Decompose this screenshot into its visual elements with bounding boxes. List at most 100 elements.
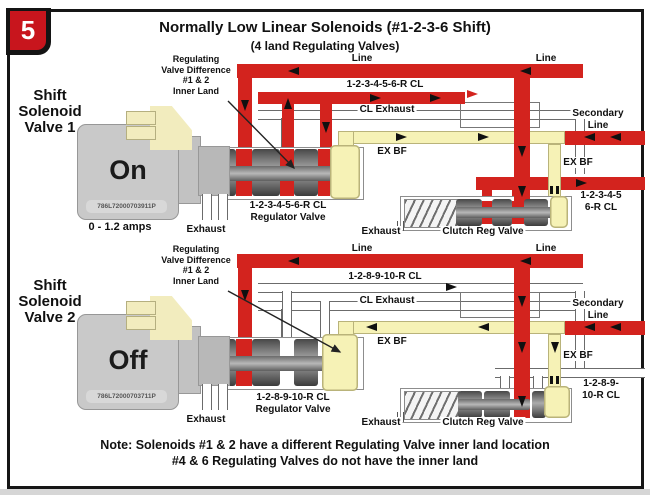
secondary-line-label: Line [585,310,611,321]
exhaust-port [218,384,228,410]
right-cl-label: 1-2-3-4-5 [578,190,624,201]
clutch-exhaust-label: Exhaust [359,417,403,428]
clutch-land [532,391,546,418]
orifice-mark [550,186,553,194]
diagram-title: Normally Low Linear Solenoids (#1-2-3-6 … [159,19,491,36]
exbf-vertical-label: EX BF [561,350,595,361]
exhaust-port [202,194,212,220]
regulator-valve-label: 1-2-8-9-10-R CL [254,392,332,403]
shift-label-line: Valve 2 [24,309,76,326]
diagram-subtitle: (4 land Regulating Valves) [250,39,400,53]
right-cl-pipe-empty [495,368,645,378]
orifice-mark [556,376,559,384]
regdiff-line: Inner Land [172,85,219,96]
cl-circuit-label: 1-2-3-4-5-6-R CL [344,79,426,90]
valve-end-plug [322,334,358,391]
shift-label-line: Shift [33,87,67,104]
exhaust-port [202,384,212,410]
cl-pipe-empty [258,283,583,293]
spool-shaft [226,356,326,371]
flow-arrow [551,342,559,353]
clutch-shaft [458,399,530,410]
shift-label-line: Solenoid [18,293,82,310]
exhaust-loop-channel [460,292,540,318]
orifice-mark [556,186,559,194]
bottom-edge-strip [0,489,650,495]
clutch-valve-spring [404,391,460,420]
orifice-mark [550,376,553,384]
shift-solenoid-label: Shift Solenoid Valve 2 [12,278,88,326]
exhaust-loop-channel [460,102,540,128]
line-label: Line [349,243,375,254]
solenoid-state: Off [108,345,148,375]
right-cl-label: 10-R CL [580,390,622,401]
footnote-line-2: #4 & 6 Regulating Valves do not have the… [171,454,479,468]
exbf-pipe [352,321,565,334]
amps-label: 0 - 1.2 amps [86,221,154,233]
page-number-badge: 5 [10,11,46,50]
solenoid-part-number: 786L72000703911P [86,200,167,213]
flow-arrow [518,296,526,307]
right-cl-label: 1-2-8-9- [581,378,621,389]
flow-arrow-red [467,90,478,98]
connector-pin [126,126,156,140]
regdiff-line: Inner Land [172,275,219,286]
cl-exhaust-label: CL Exhaust [357,295,417,306]
flow-arrow [478,323,489,331]
flow-arrow [518,396,526,407]
regulator-valve-label: Regulator Valve [248,212,328,223]
exbf-vertical-label: EX BF [561,157,595,168]
cl-circuit-label: 1-2-8-9-10-R CL [346,271,424,282]
exbf-label: EX BF [375,336,409,347]
right-cl-label: 6-R CL [582,202,620,213]
flow-arrow [430,94,441,102]
line-label: Line [533,53,559,64]
flow-arrow [241,100,249,111]
line-feed-left [238,78,252,152]
solenoid-part-number: 786L72000703711P [86,390,167,403]
valve-end-plug [330,145,360,199]
line-pipe [237,64,583,78]
flow-arrow [610,323,621,331]
solenoid-sleeve [198,146,230,196]
footnote-line-1: Note: Solenoids #1 & 2 have a different … [100,438,550,452]
regdiff-line: #1 & 2 [182,265,210,275]
exbf-label: EX BF [375,146,409,157]
clutch-valve-label: Clutch Reg Valve [440,417,526,428]
flow-arrow [518,146,526,157]
flow-arrow [478,133,489,141]
solenoid-sleeve [198,336,230,386]
shift-label-line: Valve 1 [24,119,76,136]
spool-shaft [226,166,334,181]
line-label: Line [533,243,559,254]
exhaust-tick [403,221,404,231]
clutch-valve-label: Clutch Reg Valve [440,226,526,237]
flow-arrow [288,67,299,75]
flow-arrow [520,257,531,265]
flow-arrow [322,122,330,133]
flow-arrow [610,133,621,141]
clutch-shaft [456,207,556,218]
regdiff-line: Valve Difference [161,254,231,265]
flow-arrow [576,179,587,187]
line-trunk [514,254,530,418]
regulator-valve-label: 1-2-3-4-5-6-R CL [247,200,329,211]
connector-pin [126,301,156,315]
cl-exhaust-drop [575,118,585,174]
cl-feed-empty [320,301,330,340]
solenoid-exhaust-label: Exhaust [184,414,228,425]
cl-exhaust-pipe [258,110,583,120]
cl-exhaust-pipe [258,301,583,311]
flow-arrow [284,98,292,109]
flow-arrow [518,342,526,353]
line-trunk [514,64,530,212]
regdiff-line: Valve Difference [161,64,231,75]
connector-pin [126,316,156,330]
regdiff-line: #1 & 2 [182,75,210,85]
clutch-feed-empty [533,376,543,390]
cl-feed-empty [282,291,292,341]
secondary-line-label: Line [585,120,611,131]
exhaust-tick [403,412,404,422]
